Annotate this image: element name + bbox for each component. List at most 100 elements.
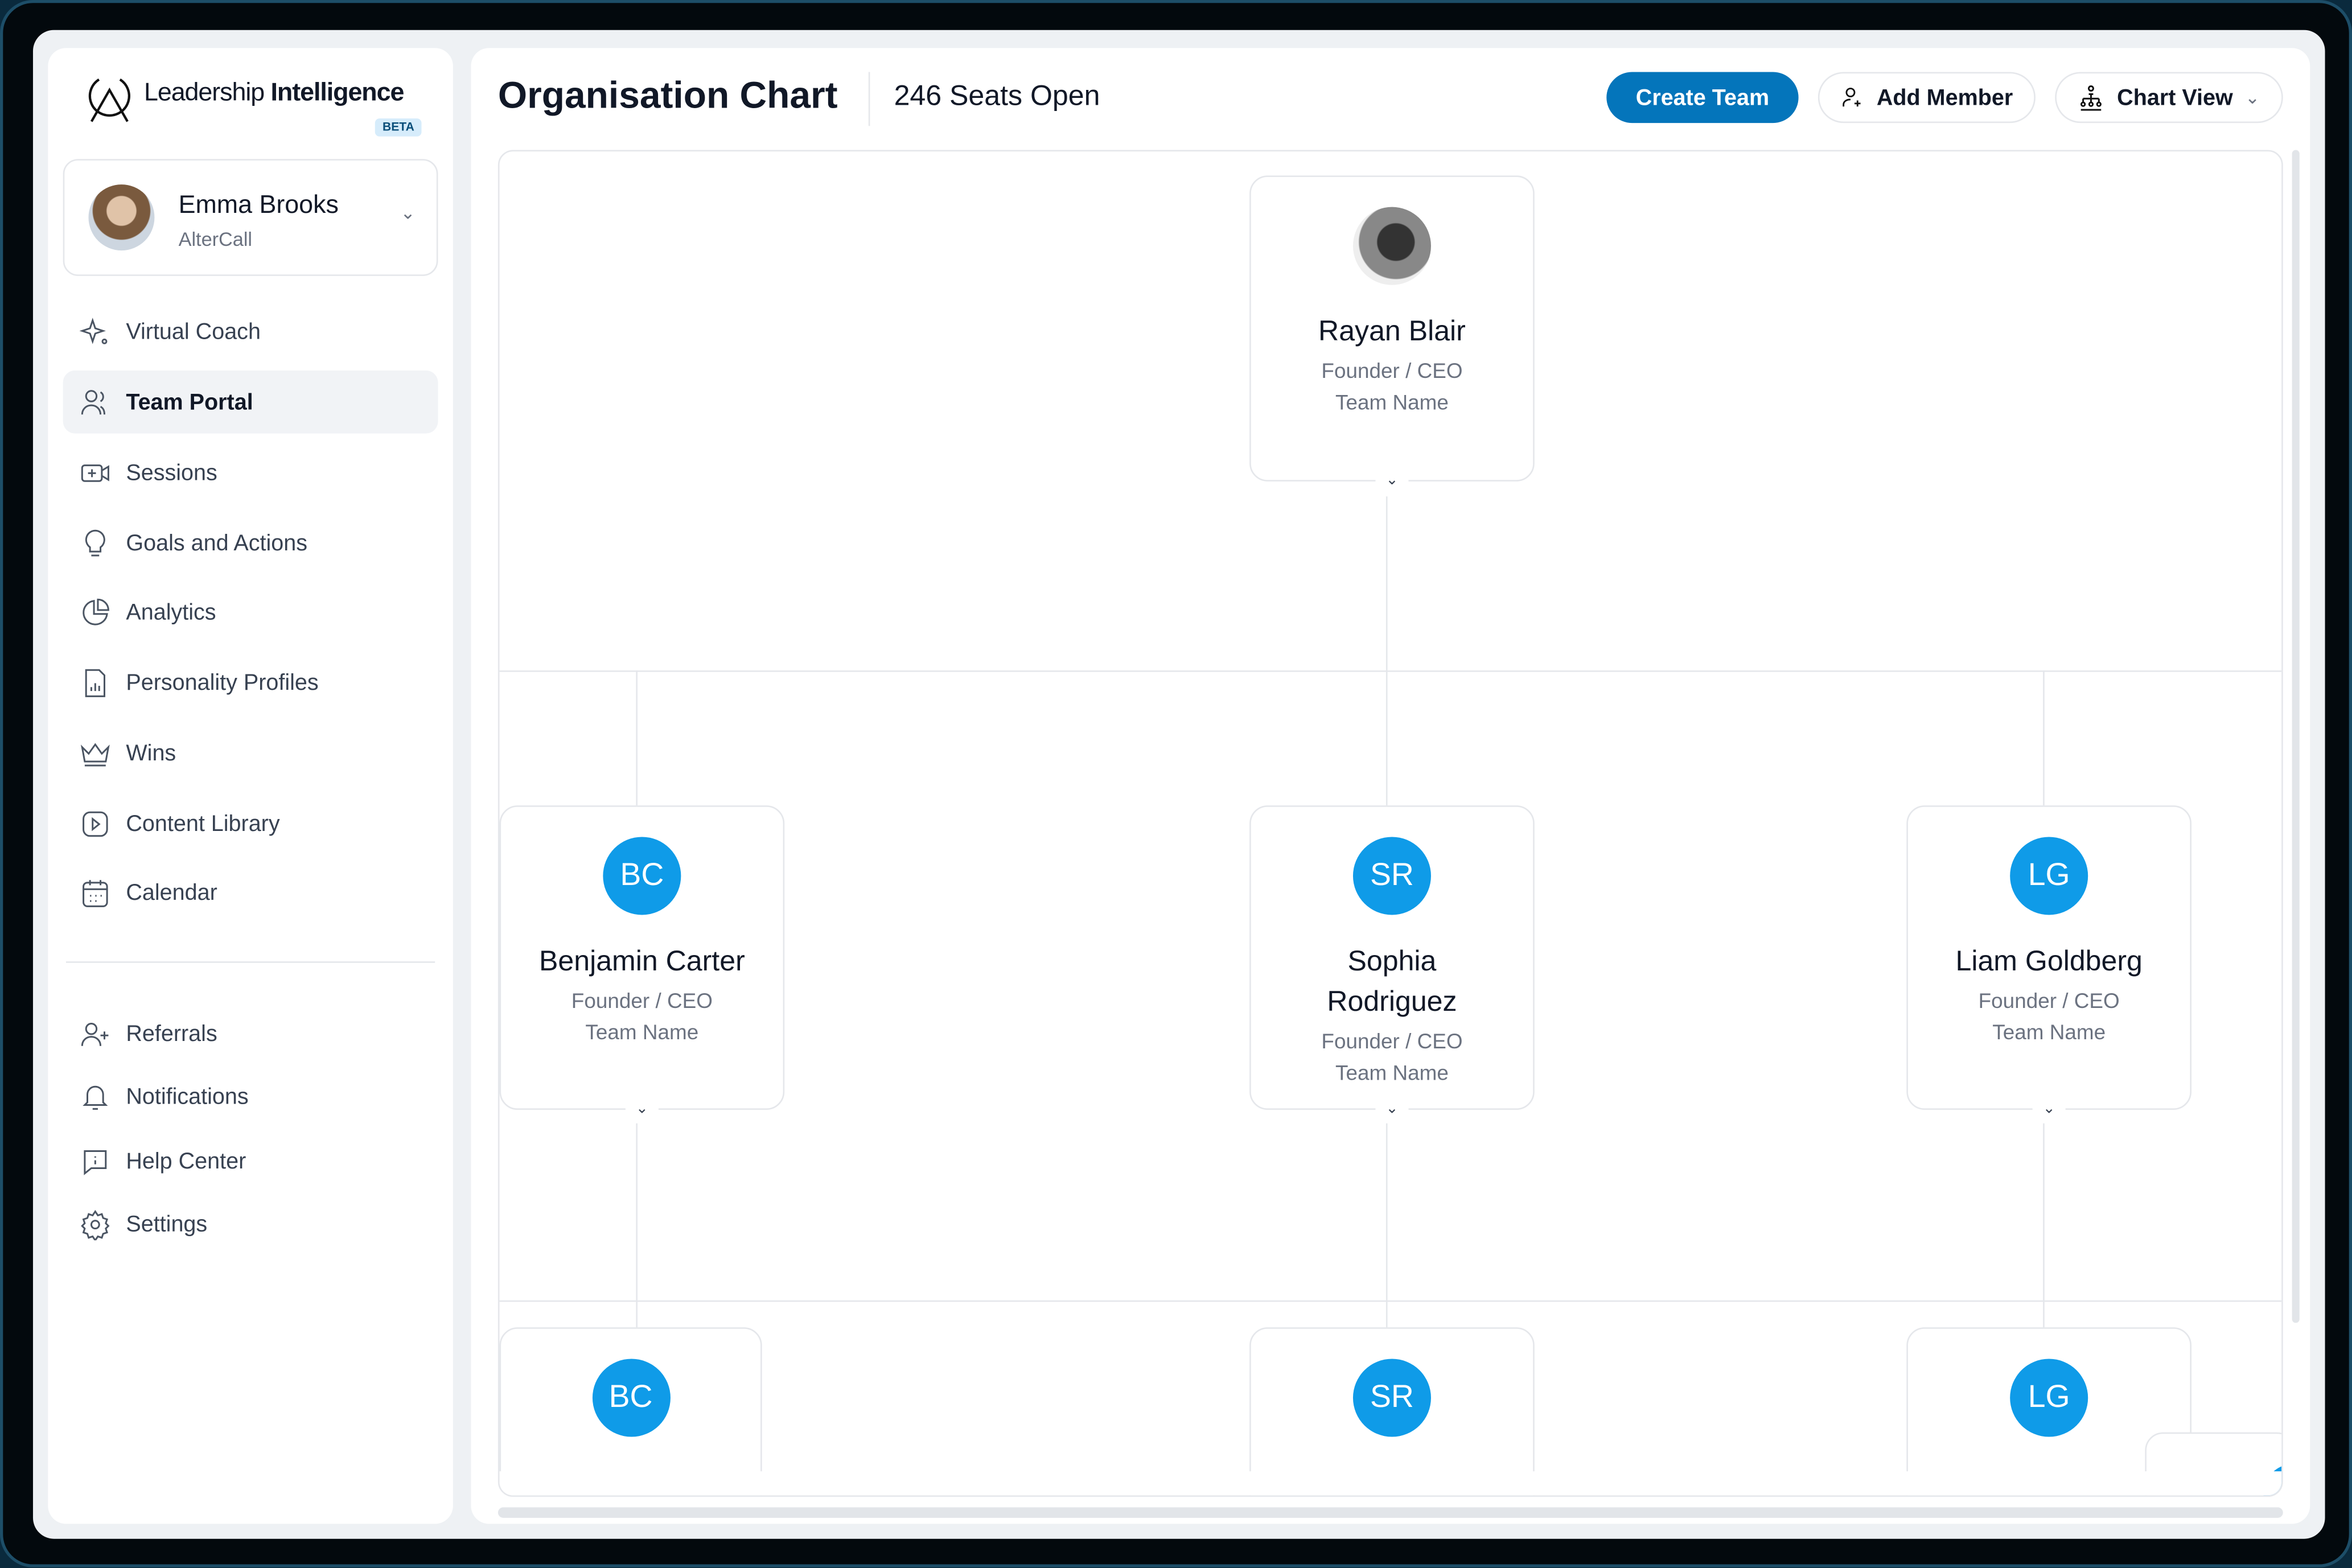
chart-view-label: Chart View <box>2117 84 2233 110</box>
main-panel: Organisation Chart 246 Seats Open Create… <box>471 48 2310 1524</box>
sparkle-icon <box>78 315 111 348</box>
sidebar-item-virtual-coach[interactable]: Virtual Coach <box>63 300 438 363</box>
member-role: Founder / CEO <box>1321 1028 1463 1053</box>
member-team: Team Name <box>1992 1019 2106 1044</box>
brand-name: Leadership Intelligence <box>143 78 404 107</box>
sidebar-item-label: Calendar <box>126 879 217 906</box>
avatar: BC <box>591 1359 670 1437</box>
bell-icon <box>78 1080 111 1113</box>
org-card[interactable]: BC Benjamin Carter Founder / CEO Team Na… <box>499 805 785 1122</box>
expand-chevron-icon[interactable]: ⌄ <box>1375 466 1409 493</box>
document-chart-icon <box>78 666 111 699</box>
video-icon <box>78 456 111 489</box>
org-chart-icon <box>2080 85 2102 111</box>
member-role: Founder / CEO <box>1978 988 2120 1013</box>
canvas-fade <box>499 1471 2282 1496</box>
sidebar-item-content-library[interactable]: Content Library <box>63 792 438 855</box>
sidebar-item-personality-profiles[interactable]: Personality Profiles <box>63 651 438 714</box>
connector-line <box>499 670 2282 672</box>
add-member-button[interactable]: Add Member <box>1818 72 2036 124</box>
user-org: AlterCall <box>178 228 253 251</box>
sidebar-item-label: Settings <box>126 1211 208 1237</box>
expand-chevron-icon[interactable]: ⌄ <box>625 1094 659 1122</box>
sidebar-item-notifications[interactable]: Notifications <box>63 1065 438 1128</box>
beta-badge: BETA <box>375 118 422 137</box>
member-role: Founder / CEO <box>1321 358 1463 382</box>
sidebar-item-label: Sessions <box>126 459 217 485</box>
chart-view-dropdown[interactable]: Chart View ⌄ <box>2055 72 2283 124</box>
sidebar-item-sessions[interactable]: Sessions <box>63 441 438 504</box>
sidebar-item-team-portal[interactable]: Team Portal <box>63 370 438 434</box>
expand-chevron-icon[interactable]: ⌄ <box>1375 1094 1409 1122</box>
org-card[interactable]: SR <box>1249 1327 1535 1496</box>
member-team: Team Name <box>1335 390 1449 414</box>
avatar: LG <box>2010 837 2088 915</box>
sidebar-item-label: Help Center <box>126 1148 246 1174</box>
logo: Leadership Intelligence <box>87 75 404 123</box>
connector-line <box>636 1123 638 1328</box>
avatar: SR <box>1352 837 1431 915</box>
calendar-icon <box>78 876 111 909</box>
org-card[interactable]: SR Sophia Rodriguez Founder / CEO Team N… <box>1249 805 1535 1122</box>
connector-line <box>636 670 638 806</box>
vertical-scrollbar[interactable] <box>2292 150 2300 1323</box>
create-team-button[interactable]: Create Team <box>1606 72 1799 124</box>
sidebar-item-help-center[interactable]: Help Center <box>63 1129 438 1192</box>
org-chart-canvas[interactable]: Rayan Blair Founder / CEO Team Name ⌄ BC… <box>497 150 2283 1497</box>
connector-line <box>2043 670 2045 806</box>
sidebar-item-label: Content Library <box>126 810 280 837</box>
horizontal-scrollbar[interactable] <box>497 1507 2283 1518</box>
sidebar-item-label: Virtual Coach <box>126 318 261 344</box>
play-icon <box>78 807 111 840</box>
crown-icon <box>78 736 111 769</box>
user-switcher[interactable]: Emma Brooks AlterCall ⌄ <box>63 159 438 276</box>
sidebar-item-label: Referrals <box>126 1020 217 1047</box>
sidebar-item-calendar[interactable]: Calendar <box>63 861 438 924</box>
page-title: Organisation Chart <box>497 75 838 117</box>
title-divider <box>868 72 870 126</box>
sidebar-item-label: Notifications <box>126 1083 249 1109</box>
sidebar-item-referrals[interactable]: Referrals <box>63 1002 438 1065</box>
sidebar-item-goals[interactable]: Goals and Actions <box>63 512 438 575</box>
sidebar-item-label: Goals and Actions <box>126 530 308 556</box>
sidebar-item-label: Analytics <box>126 599 216 625</box>
sidebar-item-wins[interactable]: Wins <box>63 722 438 785</box>
connector-line <box>499 1300 2282 1302</box>
add-user-icon <box>1843 88 1861 107</box>
avatar: BC <box>603 837 681 915</box>
member-team: Team Name <box>585 1019 699 1044</box>
help-icon <box>78 1145 111 1178</box>
app-screen: Leadership Intelligence BETA Emma Brooks… <box>32 30 2325 1539</box>
member-name: Rayan Blair <box>1318 316 1466 348</box>
referrals-icon <box>78 1017 111 1050</box>
org-card[interactable]: LG Liam Goldberg Founder / CEO Team Name… <box>1906 805 2192 1122</box>
sidebar-item-label: Wins <box>126 740 176 766</box>
org-card[interactable]: LG <box>1906 1327 2192 1496</box>
avatar <box>88 184 155 251</box>
avatar <box>1352 207 1431 285</box>
gear-icon <box>78 1207 111 1240</box>
avatar: SR <box>1352 1359 1431 1437</box>
pie-chart-icon <box>78 595 111 628</box>
sidebar-item-label: Personality Profiles <box>126 669 319 695</box>
member-name: Benjamin Carter <box>538 946 745 978</box>
member-name: Sophia Rodriguez <box>1327 946 1457 1019</box>
connector-line <box>1385 496 1388 806</box>
sidebar-item-analytics[interactable]: Analytics <box>63 581 438 644</box>
expand-chevron-icon[interactable]: ⌄ <box>2032 1094 2066 1122</box>
lightbulb-icon <box>78 526 111 559</box>
connector-line <box>2043 1123 2045 1328</box>
sidebar: Leadership Intelligence BETA Emma Brooks… <box>48 48 453 1524</box>
member-team: Team Name <box>1335 1060 1449 1085</box>
seats-open: 246 Seats Open <box>894 81 1100 113</box>
chevron-down-icon: ⌄ <box>400 202 416 224</box>
org-card-root[interactable]: Rayan Blair Founder / CEO Team Name ⌄ <box>1249 175 1535 493</box>
add-member-label: Add Member <box>1876 84 2013 110</box>
avatar: LG <box>2010 1359 2088 1437</box>
sidebar-item-settings[interactable]: Settings <box>63 1192 438 1256</box>
member-name: Liam Goldberg <box>1955 946 2143 978</box>
sidebar-item-label: Team Portal <box>126 389 253 415</box>
connector-line <box>1385 1123 1388 1328</box>
org-card[interactable]: BC <box>499 1327 762 1496</box>
